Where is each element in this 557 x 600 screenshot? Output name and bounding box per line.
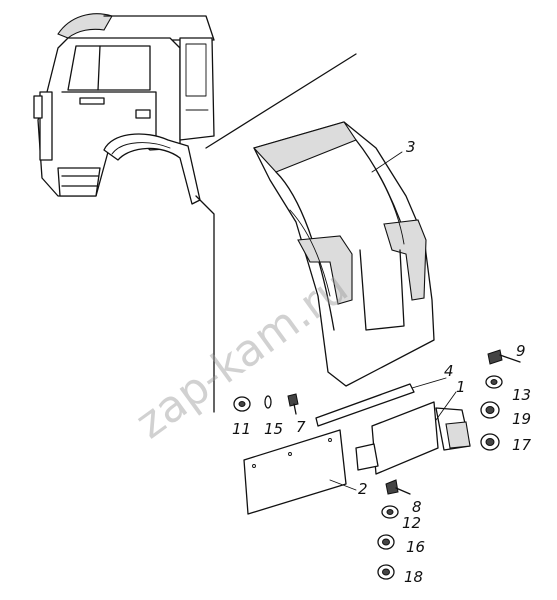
leader-lines: [329, 151, 457, 491]
callout-16: 16: [406, 538, 425, 556]
fastener-washer-15: [264, 395, 272, 409]
callout-18: 18: [404, 568, 423, 586]
bracket-plate-part-1: [355, 401, 471, 475]
callout-15: 15: [264, 420, 283, 438]
callout-3: 3: [406, 138, 416, 156]
callout-9: 9: [516, 342, 526, 360]
fastener-washer-19: [480, 401, 500, 419]
callout-8: 8: [412, 498, 422, 516]
callout-12: 12: [402, 514, 421, 532]
fastener-washer-18: [377, 564, 395, 580]
fastener-washer-17: [480, 433, 500, 451]
fastener-washer-16: [377, 534, 395, 550]
callout-17: 17: [512, 436, 532, 454]
fastener-bolt-7: [287, 393, 299, 415]
callout-2: 2: [358, 480, 368, 498]
fastener-nut-13: [485, 375, 503, 389]
callout-13: 13: [512, 386, 531, 404]
fastener-bolt-9: [487, 349, 521, 365]
fastener-bolt-8: [385, 479, 411, 495]
truck-cab-illustration: [33, 13, 357, 413]
callout-19: 19: [512, 410, 531, 428]
mounting-strip-part-4: [315, 383, 415, 427]
callout-11: 11: [232, 420, 251, 438]
callout-labels: 3 4 1 9 13 19 17 11 15 7 2 8 12 16 18: [232, 138, 532, 586]
callout-4: 4: [444, 362, 454, 380]
mud-flap-part-2: [243, 429, 347, 515]
callout-7: 7: [296, 418, 306, 436]
fender-mudguard-part-3: [252, 121, 435, 387]
fastener-nut-11: [233, 396, 251, 412]
callout-1: 1: [456, 378, 466, 396]
fastener-nut-12: [381, 505, 399, 519]
